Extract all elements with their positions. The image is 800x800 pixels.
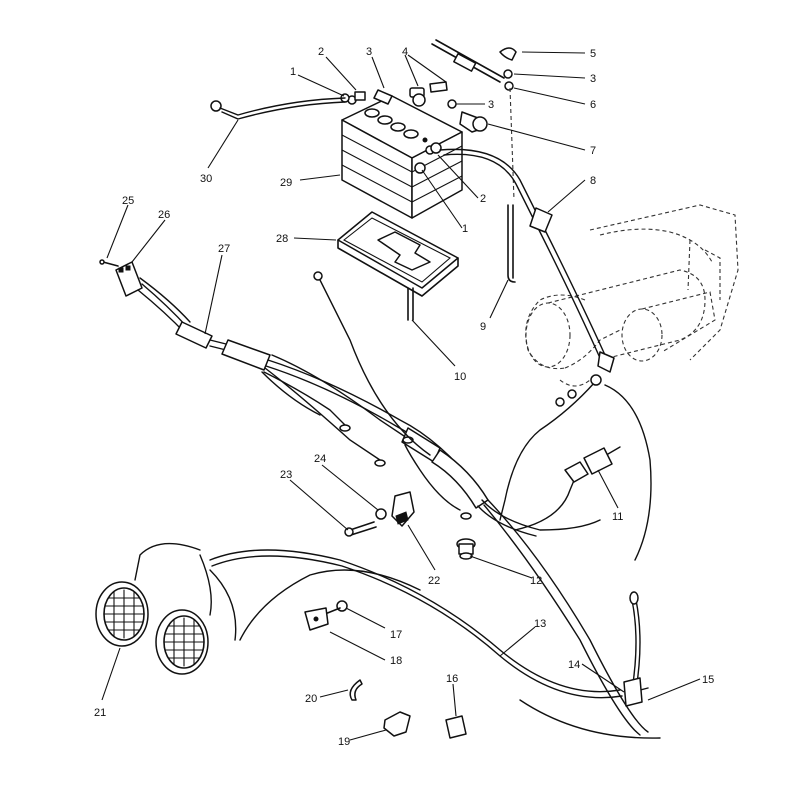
callout-22: 22 (428, 575, 440, 587)
callout-8: 8 (590, 175, 596, 187)
headlight-right (155, 609, 209, 675)
ground-lead-terminal (313, 271, 323, 281)
callout-21: 21 (94, 707, 106, 719)
callout-25: 25 (122, 195, 134, 207)
positive-battery-cable (439, 148, 615, 373)
callout-13: 13 (534, 618, 546, 630)
callout-26: 26 (158, 209, 170, 221)
main-wiring-harness (99, 259, 649, 736)
clip-19 (383, 711, 411, 737)
callout-29: 29 (280, 177, 292, 189)
callout-4: 4 (402, 46, 408, 58)
callout-6: 6 (590, 99, 596, 111)
clip-16 (445, 715, 467, 739)
headlight-bracket (304, 600, 348, 631)
callout-18: 18 (390, 655, 402, 667)
battery-terminal-hardware (340, 81, 488, 174)
callout-1-top: 1 (290, 66, 296, 78)
callout-28: 28 (276, 233, 288, 245)
ground-lead (317, 275, 431, 456)
callout-14: 14 (568, 659, 580, 671)
callout-3-top: 3 (366, 46, 372, 58)
callout-16: 16 (446, 673, 458, 685)
fuse-holder (514, 446, 621, 531)
switch (456, 538, 476, 560)
callout-5: 5 (590, 48, 596, 60)
negative-battery-cable (210, 97, 346, 120)
callout-1-lower: 1 (462, 223, 468, 235)
callout-24: 24 (314, 453, 326, 465)
callout-12: 12 (530, 575, 542, 587)
callout-3-mid: 3 (488, 99, 494, 111)
callout-23: 23 (280, 469, 292, 481)
callout-7: 7 (590, 145, 596, 157)
engine-outline (525, 204, 739, 387)
callout-30: 30 (200, 173, 212, 185)
leader-lines (101, 51, 701, 741)
battery (341, 95, 463, 219)
callout-19: 19 (338, 736, 350, 748)
headlight-harness (134, 542, 661, 739)
callout-15: 15 (702, 674, 714, 686)
callout-11: 11 (612, 511, 623, 523)
clip-20 (349, 679, 363, 701)
starter-lead (499, 374, 652, 561)
callout-2-top: 2 (318, 46, 324, 58)
callout-20: 20 (305, 693, 317, 705)
callout-labels: 1 1 2 2 3 3 3 4 5 6 7 8 9 10 11 12 13 14… (94, 46, 714, 748)
headlight-left (95, 581, 149, 647)
battery-tray (337, 211, 459, 297)
callout-17: 17 (390, 629, 402, 641)
callout-27: 27 (218, 243, 230, 255)
mounting-hardware (344, 491, 415, 537)
callout-9: 9 (480, 321, 486, 333)
callout-10: 10 (454, 371, 466, 383)
callout-3-right: 3 (590, 73, 596, 85)
callout-2-lower: 2 (480, 193, 486, 205)
vent-tube (407, 287, 414, 321)
battery-hold-down (431, 39, 517, 283)
